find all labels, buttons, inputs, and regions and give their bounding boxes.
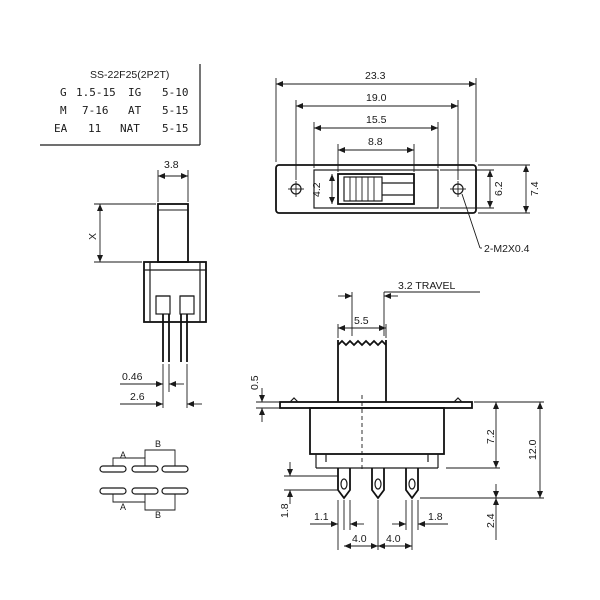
pin-label-b-top: B bbox=[155, 439, 161, 449]
dim-pitch-1: 4.0 bbox=[352, 533, 367, 545]
dim-total-height: 12.0 bbox=[527, 439, 539, 460]
dim-mount-spacing: 19.0 bbox=[366, 92, 387, 104]
spec-row2-val1: 7-16 bbox=[82, 104, 109, 117]
dim-front-actuator: 5.5 bbox=[354, 315, 369, 327]
dim-pin-offset: 2.6 bbox=[130, 391, 145, 403]
dim-overall-length: 23.3 bbox=[365, 70, 386, 82]
hole-note: 2-M2X0.4 bbox=[484, 243, 530, 255]
front-actuator bbox=[337, 339, 387, 402]
slider-knob bbox=[343, 176, 383, 202]
dim-pin-hole-left: 1.1 bbox=[314, 511, 329, 523]
side-actuator bbox=[157, 203, 189, 263]
side-view: 3.8 X 0.46 2.6 bbox=[87, 159, 207, 408]
mount-plate bbox=[275, 164, 477, 214]
front-view: 3.2 TRAVEL 5.5 0.5 7.2 12.0 2.4 1.8 bbox=[249, 280, 544, 550]
spec-row3-val2: 5-15 bbox=[162, 122, 189, 135]
pin-label-a-top: A bbox=[120, 450, 126, 460]
pin-right bbox=[405, 468, 419, 500]
spec-table: SS-22F25(2P2T) G 1.5-15 IG 5-10 M 7-16 A… bbox=[40, 64, 201, 146]
dim-plate-thickness: 0.5 bbox=[249, 375, 261, 390]
side-body bbox=[143, 261, 207, 323]
dim-body-height: 6.2 bbox=[493, 181, 505, 196]
spec-row3-key1: EA bbox=[54, 122, 68, 135]
travel-label: 3.2 TRAVEL bbox=[398, 280, 456, 292]
body-outline bbox=[313, 169, 439, 209]
dim-front-body-height: 7.2 bbox=[485, 429, 497, 444]
dim-pin-thickness: 0.46 bbox=[122, 371, 143, 383]
pin-label-a-bottom: A bbox=[120, 502, 126, 512]
spec-row2-val2: 5-15 bbox=[162, 104, 189, 117]
spec-row1-key1: G bbox=[60, 86, 67, 99]
dim-plate-height: 7.4 bbox=[529, 181, 541, 196]
pin-left bbox=[337, 468, 351, 500]
dim-pin-length: 2.4 bbox=[485, 513, 497, 528]
dim-pin-width-right: 1.8 bbox=[428, 511, 443, 523]
dim-pin-vertical: 1.8 bbox=[279, 503, 291, 518]
dim-slot-length: 8.8 bbox=[368, 136, 383, 148]
spec-model: SS-22F25(2P2T) bbox=[90, 69, 169, 81]
spec-row2-key2: AT bbox=[128, 104, 142, 117]
dim-slot-height: 4.2 bbox=[311, 182, 323, 197]
spec-row3-key2: NAT bbox=[120, 122, 140, 135]
spec-row2-key1: M bbox=[60, 104, 67, 117]
pin-center bbox=[371, 468, 385, 500]
spec-row1-val1: 1.5-15 bbox=[76, 86, 116, 99]
spec-row1-key2: IG bbox=[128, 86, 141, 99]
spec-row1-val2: 5-10 bbox=[162, 86, 189, 99]
dim-pitch-2: 4.0 bbox=[386, 533, 401, 545]
slider-slot bbox=[337, 173, 415, 205]
pin-label-b-bottom: B bbox=[155, 510, 161, 520]
dim-actuator-width: 3.8 bbox=[164, 159, 179, 171]
dim-body-length: 15.5 bbox=[366, 114, 387, 126]
dim-actuator-height: X bbox=[87, 233, 99, 240]
front-body bbox=[309, 407, 445, 455]
spec-row3-val1: 11 bbox=[88, 122, 101, 135]
top-view: 23.3 19.0 15.5 8.8 6.2 7.4 4.2 2-M2X0.4 bbox=[275, 70, 541, 255]
pinout-diagram: A B A B bbox=[99, 439, 189, 520]
